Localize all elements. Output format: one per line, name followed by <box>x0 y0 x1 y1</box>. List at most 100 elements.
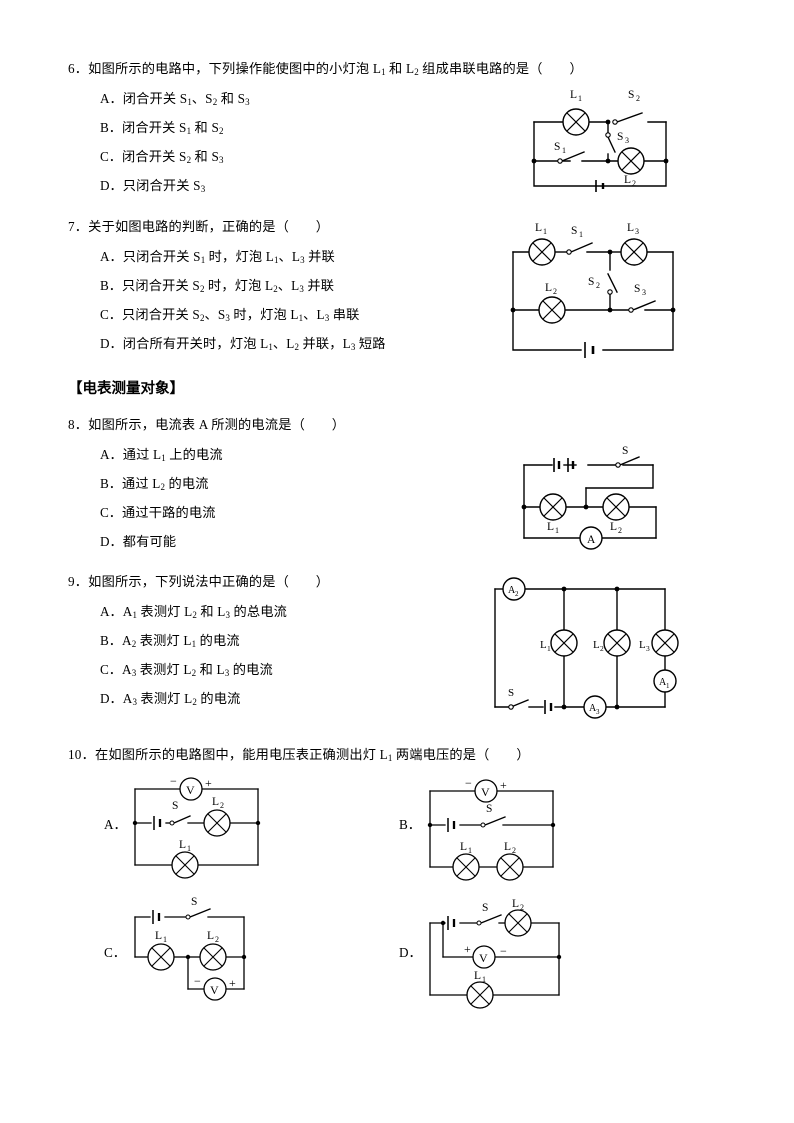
label-L2: L <box>212 796 219 808</box>
question-6-option-b[interactable]: B．闭合开关 S1 和 S2 <box>100 120 224 136</box>
label-S3-sub: 3 <box>642 288 646 297</box>
label-L2: L <box>504 841 511 853</box>
ammeter-A2-icon: A 2 <box>502 577 526 601</box>
label-S1-sub: 1 <box>579 230 583 239</box>
circuit-q10-a: V − + S L 2 L 1 <box>126 774 278 881</box>
svg-text:V: V <box>481 785 490 799</box>
circuit-q10-d: V S L 2 + − L 1 <box>421 895 573 1009</box>
label-L2-sub: 2 <box>600 644 604 653</box>
circuit-q7: L 1 S 1 L 3 S 2 L 2 S 3 <box>505 222 683 364</box>
label-S: S <box>482 902 488 914</box>
label-L2-sub: 2 <box>512 846 516 855</box>
question-9-stem: 9．如图所示，下列说法中正确的是（ ） <box>68 574 330 589</box>
label-S1: S <box>571 225 577 237</box>
lamp-L1-icon <box>452 853 480 881</box>
question-9-option-d[interactable]: D．A3 表测灯 L2 的电流 <box>100 691 241 707</box>
label-S2: S <box>588 276 594 288</box>
label-L1: L <box>535 222 542 234</box>
circuit-q9: A 2 A 3 A 1 <box>487 572 683 719</box>
label-L1: L <box>474 970 481 982</box>
question-10-choice-d-letter[interactable]: D． <box>399 945 422 960</box>
label-L3-sub: 3 <box>635 227 639 236</box>
lamp-L1-icon <box>539 493 567 521</box>
label-L1: L <box>155 930 162 942</box>
ammeter-A3-icon: A 3 <box>583 695 607 719</box>
ammeter-A-icon: A <box>579 526 603 550</box>
label-S: S <box>508 687 514 699</box>
question-7-option-a[interactable]: A．只闭合开关 S1 时，灯泡 L1、L3 并联 <box>100 249 335 265</box>
question-6-option-c[interactable]: C．闭合开关 S2 和 S3 <box>100 149 224 165</box>
question-10-stem: 10．在如图所示的电路图中，能用电压表正确测出灯 L1 两端电压的是（ ） <box>68 747 530 763</box>
question-9-option-b[interactable]: B．A2 表测灯 L1 的电流 <box>100 633 240 649</box>
question-8-option-d[interactable]: D．都有可能 <box>100 534 177 549</box>
question-7-option-c[interactable]: C．只闭合开关 S2、S3 时，灯泡 L1、L3 串联 <box>100 307 360 323</box>
lamp-L2-icon <box>603 629 631 657</box>
label-L1: L <box>460 841 467 853</box>
label-S: S <box>191 896 197 908</box>
circuit-q10-b: V − + S L 1 L 2 <box>421 775 573 881</box>
question-6-option-a[interactable]: A．闭合开关 S1、S2 和 S3 <box>100 91 250 107</box>
label-S: S <box>486 803 492 815</box>
lamp-L2-icon <box>602 493 630 521</box>
label-S3-sub: 3 <box>625 136 629 145</box>
label-S2-sub: 2 <box>636 94 640 103</box>
voltmeter-plus-label: + <box>464 942 471 956</box>
label-L2: L <box>610 521 617 533</box>
lamp-L1-icon <box>562 108 590 136</box>
voltmeter-minus-label: − <box>465 776 472 790</box>
svg-text:V: V <box>479 951 488 965</box>
label-S1: S <box>554 141 560 153</box>
label-S3: S <box>634 283 640 295</box>
svg-text:V: V <box>186 783 195 797</box>
label-L3-sub: 3 <box>646 644 650 653</box>
lamp-L1-icon <box>147 943 175 971</box>
label-L2: L <box>545 282 552 294</box>
label-L1-sub: 1 <box>543 227 547 236</box>
lamp-L2-icon <box>199 943 227 971</box>
lamp-L2-icon <box>496 853 524 881</box>
question-9-option-c[interactable]: C．A3 表测灯 L2 和 L3 的电流 <box>100 662 273 678</box>
voltmeter-minus-label: − <box>170 774 177 788</box>
question-7-stem: 7．关于如图电路的判断，正确的是（ ） <box>68 219 330 234</box>
label-L1-sub: 1 <box>555 526 559 535</box>
question-10-choice-a-letter[interactable]: A． <box>104 817 127 832</box>
label-L2-sub: 2 <box>618 526 622 535</box>
voltmeter-plus-label: + <box>205 776 212 790</box>
question-10-choice-b-letter[interactable]: B． <box>399 817 421 832</box>
svg-text:A: A <box>589 703 597 714</box>
label-L1: L <box>179 839 186 851</box>
lamp-L1-icon <box>466 981 494 1009</box>
svg-text:A: A <box>587 534 596 546</box>
question-7-option-b[interactable]: B．只闭合开关 S2 时，灯泡 L2、L3 并联 <box>100 278 335 294</box>
label-L1: L <box>547 521 554 533</box>
question-10-choice-c-letter[interactable]: C． <box>104 945 126 960</box>
label-L2-sub: 2 <box>220 801 224 810</box>
ammeter-A1-icon: A 1 <box>653 669 677 693</box>
lamp-L1-icon <box>171 851 199 879</box>
label-L1: L <box>570 89 577 101</box>
question-9-option-a[interactable]: A．A1 表测灯 L2 和 L3 的总电流 <box>100 604 288 620</box>
voltmeter-V-icon: V <box>474 779 498 803</box>
label-S: S <box>172 800 178 812</box>
voltmeter-plus-label: + <box>229 976 236 990</box>
label-L2-sub: 2 <box>215 935 219 944</box>
label-S: S <box>622 445 628 457</box>
lamp-L2-icon <box>538 296 566 324</box>
label-L1-sub: 1 <box>468 846 472 855</box>
label-S2-sub: 2 <box>596 281 600 290</box>
question-8-option-b[interactable]: B．通过 L2 的电流 <box>100 476 209 492</box>
lamp-L2-icon <box>617 147 645 175</box>
label-L1-sub: 1 <box>163 935 167 944</box>
label-L3: L <box>627 222 634 234</box>
svg-text:A: A <box>659 677 667 688</box>
label-L1-sub: 1 <box>547 644 551 653</box>
label-L1-sub: 1 <box>482 975 486 984</box>
label-L2: L <box>624 174 631 186</box>
label-L2: L <box>207 930 214 942</box>
question-7-option-d[interactable]: D．闭合所有开关时，灯泡 L1、L2 并联，L3 短路 <box>100 336 386 352</box>
question-8-option-a[interactable]: A．通过 L1 上的电流 <box>100 447 223 463</box>
circuit-q8: A S L 1 L 2 <box>508 440 676 564</box>
question-8-option-c[interactable]: C．通过干路的电流 <box>100 505 216 520</box>
question-6-option-d[interactable]: D．只闭合开关 S3 <box>100 178 206 194</box>
